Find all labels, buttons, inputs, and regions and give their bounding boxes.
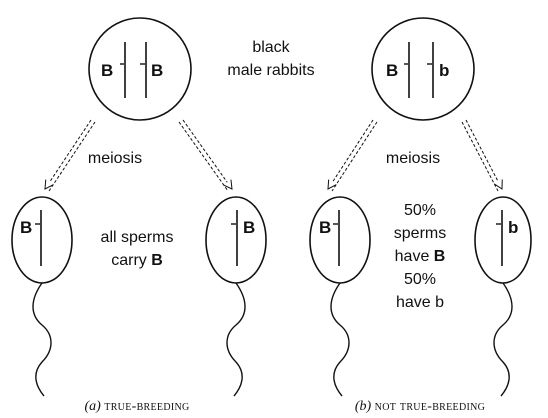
caption-a: (a) true-breeding xyxy=(84,399,189,414)
meiosis-label-b: meiosis xyxy=(386,150,440,167)
sperm-a-left: B xyxy=(12,197,72,396)
meiosis-label-a: meiosis xyxy=(88,150,142,167)
parent-b-allele-left: B xyxy=(386,61,398,80)
parent-a-allele-left: B xyxy=(101,61,113,80)
note-b-line4: 50% xyxy=(404,271,436,288)
parent-b-allele-right: b xyxy=(439,61,449,80)
parent-cell-a: B B xyxy=(89,18,191,120)
sperm-a-right-allele: B xyxy=(243,218,255,237)
note-a-line1: all sperms xyxy=(101,229,174,246)
sperm-b-right-allele: b xyxy=(508,218,518,237)
sperm-a-right: B xyxy=(206,197,266,396)
sperm-b-left-allele: B xyxy=(319,218,331,237)
sperm-b-right: b xyxy=(475,197,531,396)
note-b-line3: have B xyxy=(395,248,446,265)
parent-cell-b: B b xyxy=(372,18,474,120)
note-a-line2: carry B xyxy=(111,252,163,269)
parent-a-allele-right: B xyxy=(151,61,163,80)
sperm-b-left: B xyxy=(310,197,370,396)
panel-true-breeding: B B black male rabbits meiosis B xyxy=(12,18,315,414)
parent-label-line2: male rabbits xyxy=(227,62,314,79)
caption-b: (b) not true-breeding xyxy=(355,399,485,414)
note-b-line2: sperms xyxy=(394,225,446,242)
sperm-a-left-allele: B xyxy=(20,218,32,237)
note-b-line1: 50% xyxy=(404,202,436,219)
parent-label-line1: black xyxy=(252,39,290,56)
note-b-line5: have b xyxy=(396,294,444,311)
panel-not-true-breeding: B b meiosis B b 50% xyxy=(310,18,531,414)
